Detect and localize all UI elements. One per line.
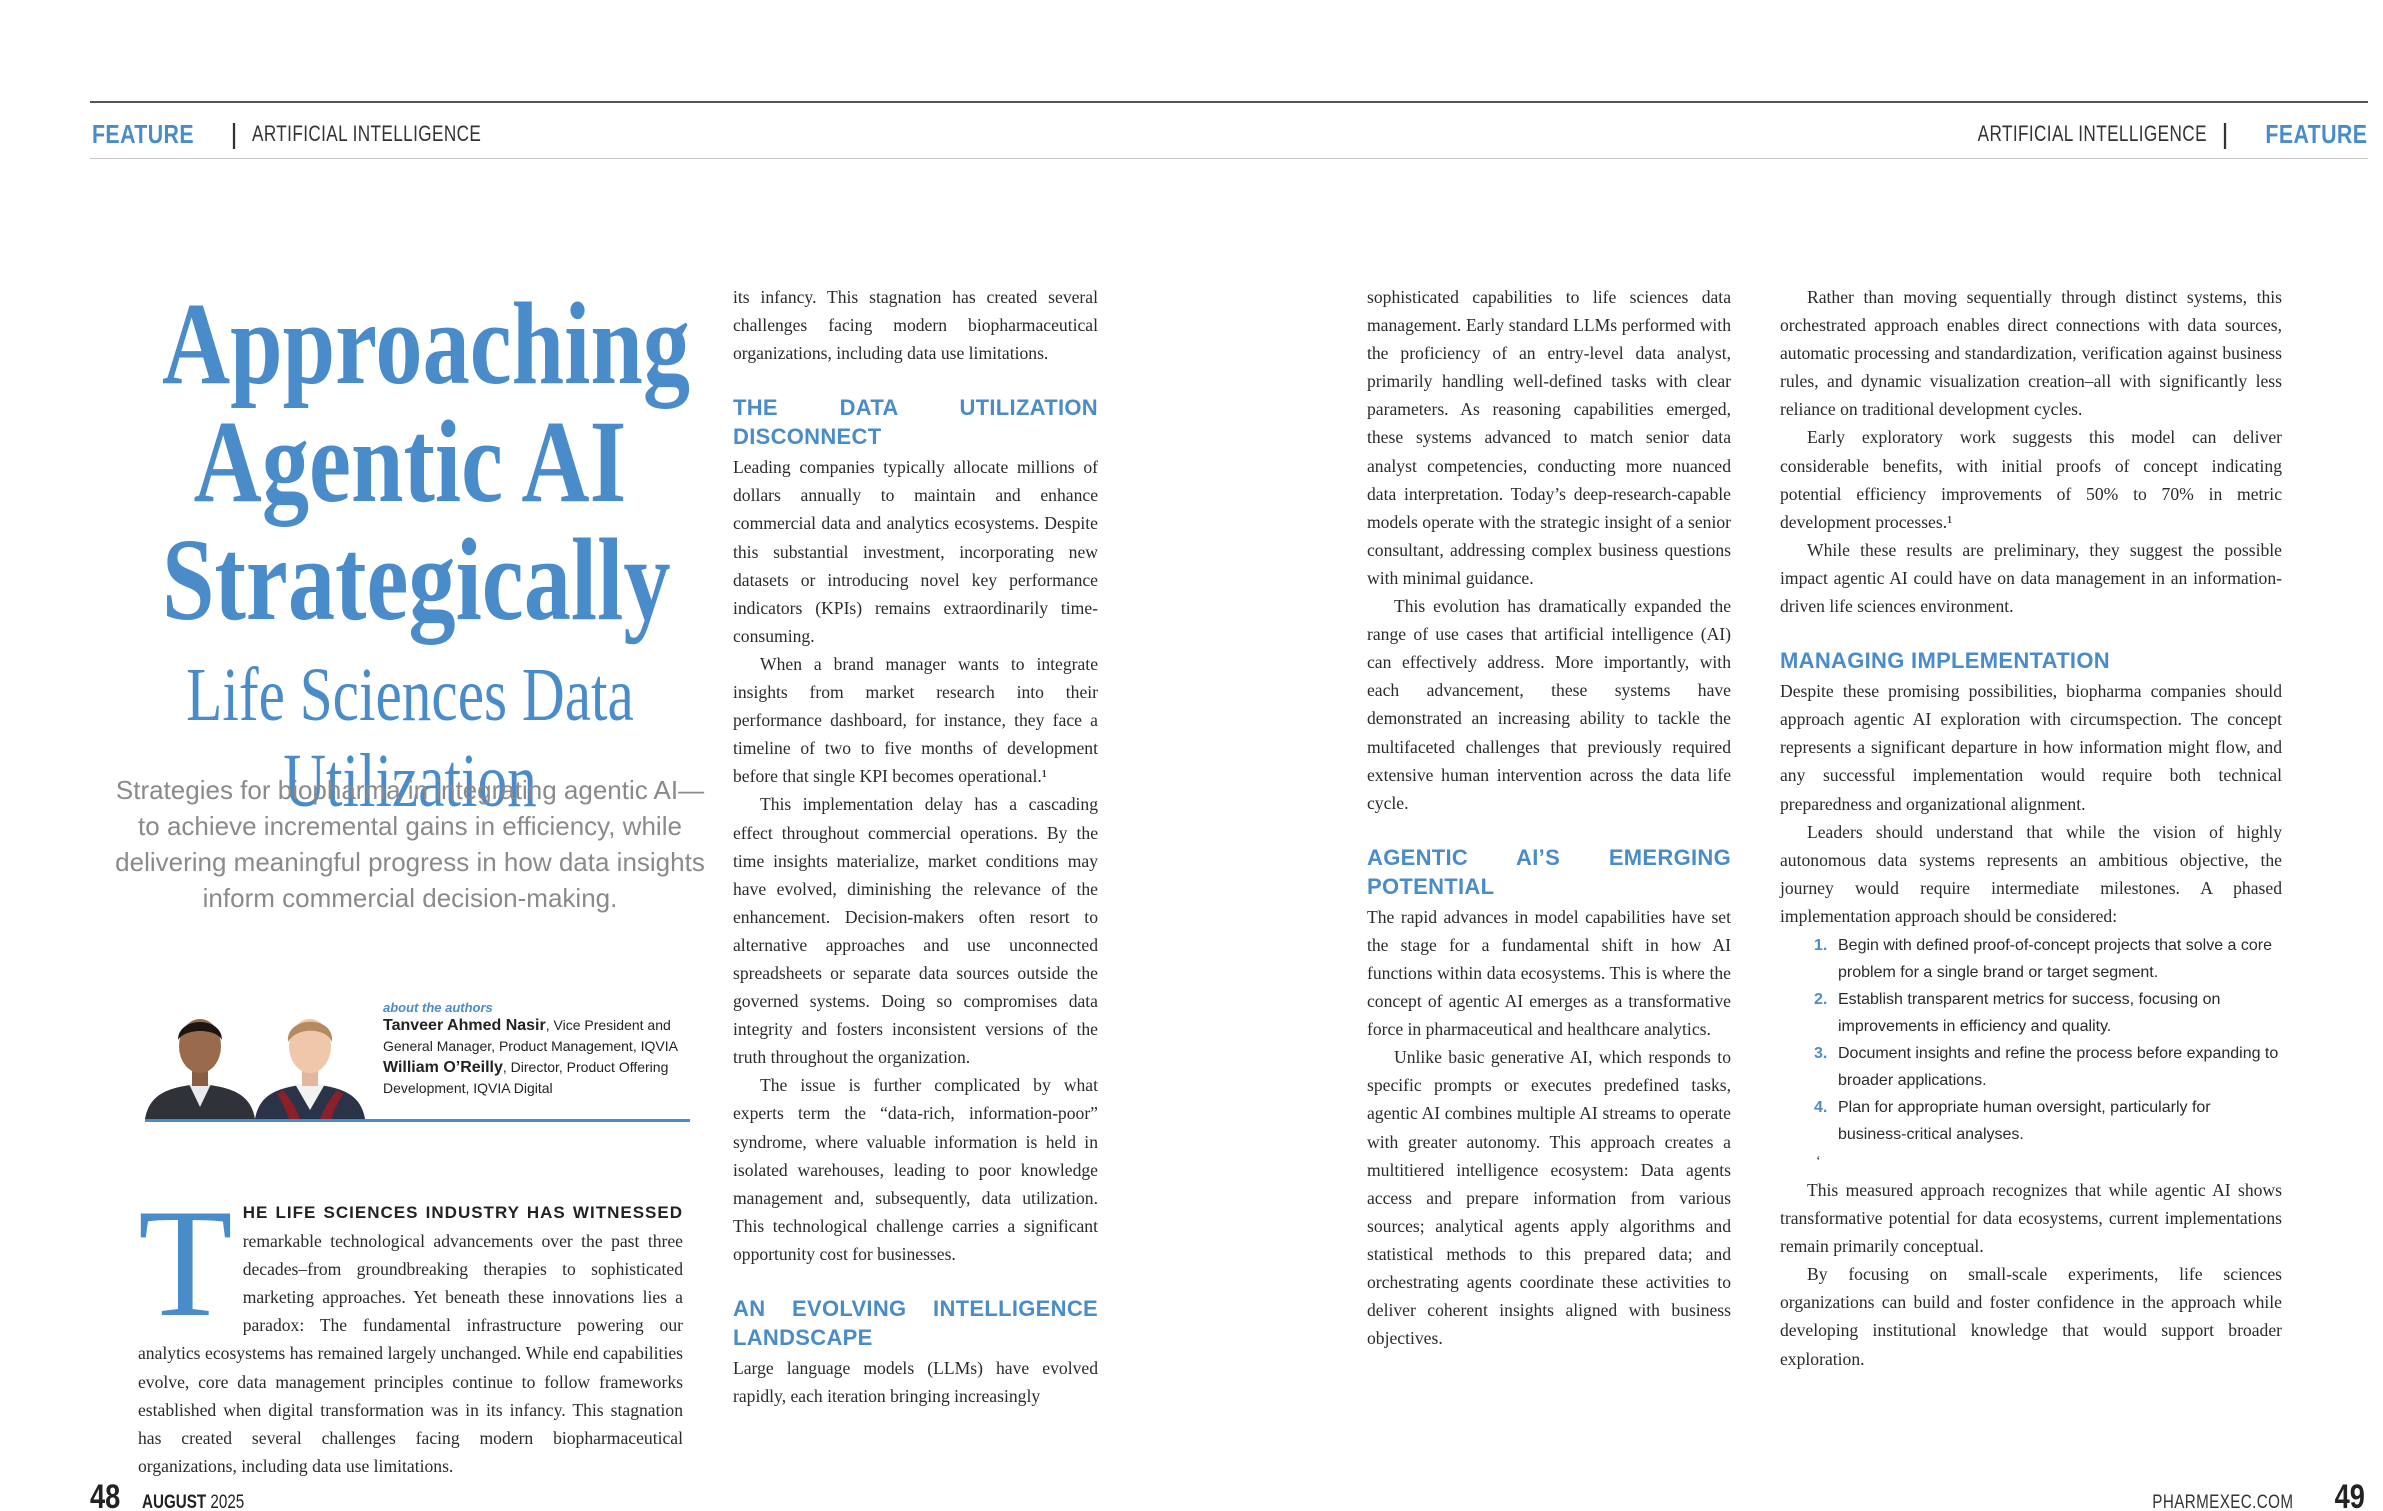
article-column-1: T HE LIFE SCIENCES INDUSTRY HAS WITNESSED… — [138, 1177, 683, 1480]
body-paragraph: The rapid advances in model capabilities… — [1367, 906, 1731, 1040]
intro-continuation: its infancy. This stagnation has created… — [733, 287, 1098, 364]
list-number: 3. — [1814, 1044, 1828, 1062]
issue-year: 2025 — [210, 1492, 245, 1511]
issue-month: AUGUST — [141, 1492, 207, 1511]
body-paragraph: By focusing on small-scale experiments, … — [1780, 1264, 2282, 1369]
header-feature-label: FEATURE — [92, 118, 194, 149]
author-title: , Vice President and General Manager, Pr… — [383, 1017, 678, 1054]
issue-date: AUGUST 2025 — [142, 1492, 244, 1511]
list-text: Establish transparent metrics for succes… — [1838, 990, 2221, 1035]
list-number: 4. — [1814, 1098, 1828, 1116]
article-column-2: its infancy. This stagnation has created… — [733, 283, 1098, 1410]
body-paragraph: When a brand manager wants to integrate … — [733, 653, 1098, 787]
body-paragraph: Unlike basic generative AI, which respon… — [1367, 1047, 1731, 1349]
list-item: 2. Establish transparent metrics for succ… — [1780, 986, 2282, 1040]
author-photo-nasir — [145, 1019, 255, 1119]
author-photo-oreilly — [255, 1019, 365, 1119]
page-number: 48 — [90, 1478, 121, 1511]
section-heading: MANAGING IMPLEMENTATION — [1780, 648, 2110, 674]
author-title: , Director, Product Offering Development… — [383, 1059, 669, 1096]
article-deck: Strategies for biopharma in integrating … — [115, 775, 705, 913]
body-paragraph: Despite these promising possibilities, b… — [1780, 681, 2282, 814]
list-number: 2. — [1814, 990, 1828, 1008]
footer-left: 48 AUGUST 2025 — [90, 1478, 270, 1511]
title-line: Agentic AI — [193, 396, 627, 527]
implementation-steps-list: 1. Begin with defined proof-of-concept pr… — [1780, 932, 2282, 1148]
stray-mark: ‘ — [1816, 1153, 1821, 1169]
header-feature-label: FEATURE — [2265, 118, 2367, 149]
body-paragraph: This implementation delay has a cascadin… — [733, 794, 1098, 1068]
article-title: Approaching Agentic AI Strategically — [100, 285, 720, 639]
list-item: 4. Plan for appropriate human oversight, … — [1780, 1094, 2282, 1148]
list-number: 1. — [1814, 936, 1828, 954]
article-column-3: sophisticated capabilities to life scien… — [1367, 283, 1731, 1352]
article-column-4: Rather than moving sequentially through … — [1780, 283, 2282, 1373]
list-item: 3. Document insights and refine the proce… — [1780, 1040, 2282, 1094]
section-heading: AN EVOLVING INTELLIGENCE LANDSCAPE — [733, 1296, 1098, 1350]
header-rule-bottom — [90, 158, 2368, 159]
body-paragraph: Leading companies typically allocate mil… — [733, 457, 1098, 646]
page-number: 49 — [2334, 1478, 2365, 1511]
site-url: PHARMEXEC.COM — [2151, 1492, 2294, 1511]
lead-in: HE LIFE SCIENCES INDUSTRY HAS WITNESSED — [242, 1203, 683, 1222]
body-paragraph: This evolution has dramatically expanded… — [1367, 596, 1731, 813]
section-heading: AGENTIC AI’S EMERGING POTENTIAL — [1367, 844, 1731, 899]
intro-text: remarkable technological advancements ov… — [138, 1231, 683, 1476]
author-name: Tanveer Ahmed Nasir — [383, 1017, 546, 1034]
author-name: William O’Reilly — [383, 1059, 503, 1076]
body-paragraph: Leaders should understand that while the… — [1780, 821, 2282, 926]
title-line: Approaching — [162, 278, 691, 409]
header-rule-top — [90, 101, 2368, 103]
section-intro-start: Large language models (LLMs) have evolve… — [733, 1358, 1098, 1407]
header-section-label: ARTIFICIAL INTELLIGENCE — [251, 121, 481, 146]
header-separator: | — [230, 118, 238, 149]
body-paragraph: Rather than moving sequentially through … — [1780, 287, 2282, 420]
header-section-label: ARTIFICIAL INTELLIGENCE — [1978, 121, 2208, 146]
author-entry: Tanveer Ahmed Nasir, Vice President and … — [383, 1015, 703, 1057]
authors-label: about the authors — [383, 1000, 493, 1015]
title-line: Strategically — [162, 514, 671, 645]
intro-paragraph: T HE LIFE SCIENCES INDUSTRY HAS WITNESSED… — [138, 1177, 683, 1480]
body-paragraph-continued: sophisticated capabilities to life scien… — [1367, 287, 1731, 588]
drop-cap: T — [138, 1177, 233, 1349]
header-right: ARTIFICIAL INTELLIGENCE | FEATURE — [1913, 118, 2367, 150]
authors-text: about the authors Tanveer Ahmed Nasir, V… — [383, 1000, 703, 1099]
body-paragraph: The issue is further complicated by what… — [733, 1075, 1098, 1264]
list-item: 1. Begin with defined proof-of-concept pr… — [1780, 932, 2282, 986]
body-paragraph: Early exploratory work suggests this mod… — [1780, 427, 2282, 532]
header-separator: | — [2221, 118, 2229, 149]
footer-right: PHARMEXEC.COM 49 — [2117, 1478, 2365, 1511]
list-text: Document insights and refine the process… — [1838, 1044, 2279, 1089]
article-subtitle: Life Sciences Data Utilization — [186, 653, 634, 823]
header-left: FEATURE | ARTIFICIAL INTELLIGENCE — [92, 118, 546, 150]
list-text: Begin with defined proof-of-concept proj… — [1838, 936, 2273, 981]
body-paragraph: While these results are preliminary, the… — [1780, 539, 2282, 617]
list-text: Plan for appropriate human oversight, pa… — [1838, 1098, 2211, 1143]
section-heading: THE DATA UTILIZATION DISCONNECT — [733, 395, 1098, 450]
body-paragraph: This measured approach recognizes that w… — [1780, 1179, 2282, 1257]
authors-box: about the authors Tanveer Ahmed Nasir, V… — [145, 1000, 690, 1122]
author-entry: William O’Reilly, Director, Product Offe… — [383, 1057, 703, 1099]
